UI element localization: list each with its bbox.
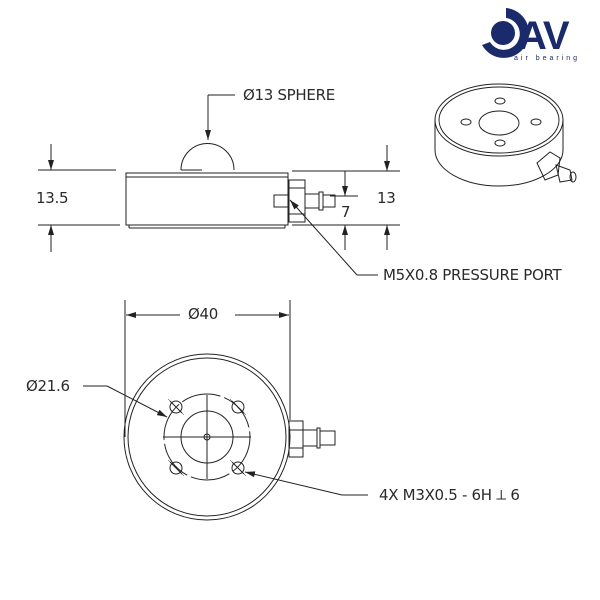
sphere-callout: Ø13 SPHERE xyxy=(243,86,335,104)
pressure-port-callout: M5X0.8 PRESSURE PORT xyxy=(383,266,562,284)
logo-brand-text: AV xyxy=(518,14,570,58)
height-total-dimension: 13.5 xyxy=(36,189,69,207)
thread-callout: 4X M3X0.5 - 6H ⟂ 6 xyxy=(379,486,520,504)
height-body-dimension: 13 xyxy=(377,189,396,207)
port-height-dimension: 7 xyxy=(341,203,351,221)
outer-diameter-dimension: Ø40 xyxy=(188,305,218,323)
bolt-circle-dimension: Ø21.6 xyxy=(26,377,70,395)
mount-holes xyxy=(167,398,247,477)
isometric-view xyxy=(434,83,577,187)
side-view xyxy=(38,94,400,276)
top-view xyxy=(83,300,368,521)
logo-tagline: air bearing xyxy=(514,55,581,62)
